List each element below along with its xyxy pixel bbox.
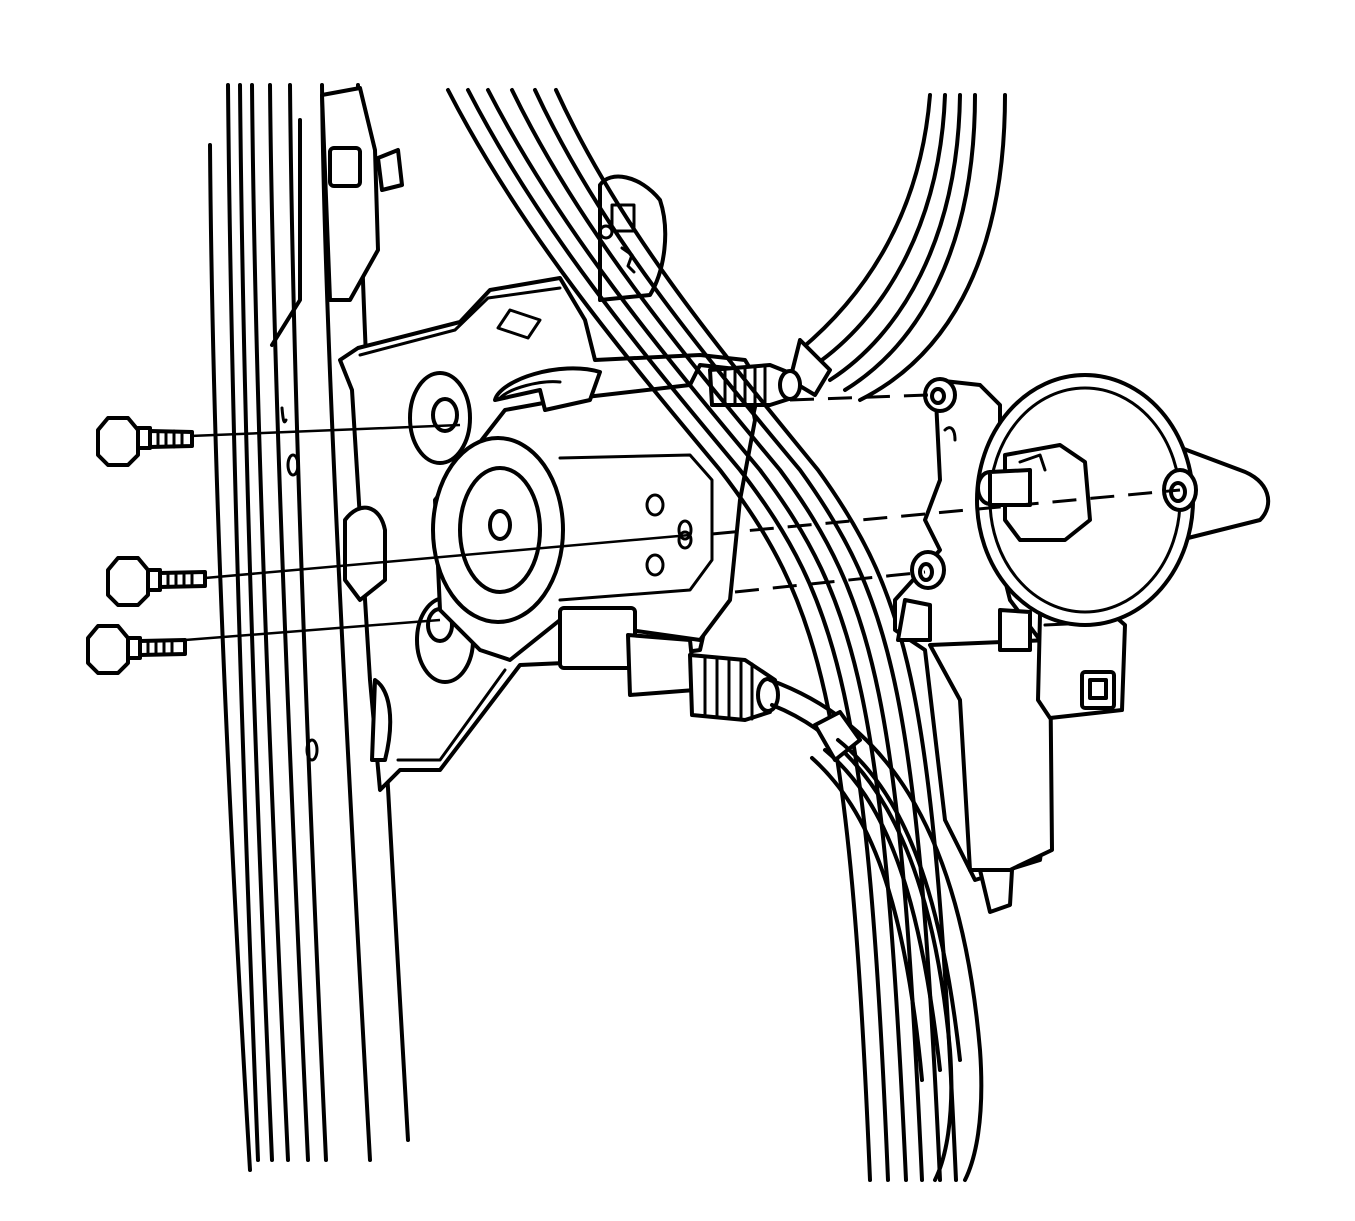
upper-cable [708, 93, 1007, 407]
lower-cable-block [558, 606, 637, 670]
bolt-middle [106, 556, 207, 607]
assembly-alignment-lines [184, 393, 1181, 642]
lower-cable [688, 653, 984, 1182]
window-motor [893, 373, 1271, 914]
drive-drum-housing [431, 363, 757, 697]
bolt-upper [96, 416, 194, 467]
bolt-lower [86, 624, 187, 675]
upper-bracket [320, 86, 668, 302]
main-cable-bundle [446, 88, 958, 1182]
